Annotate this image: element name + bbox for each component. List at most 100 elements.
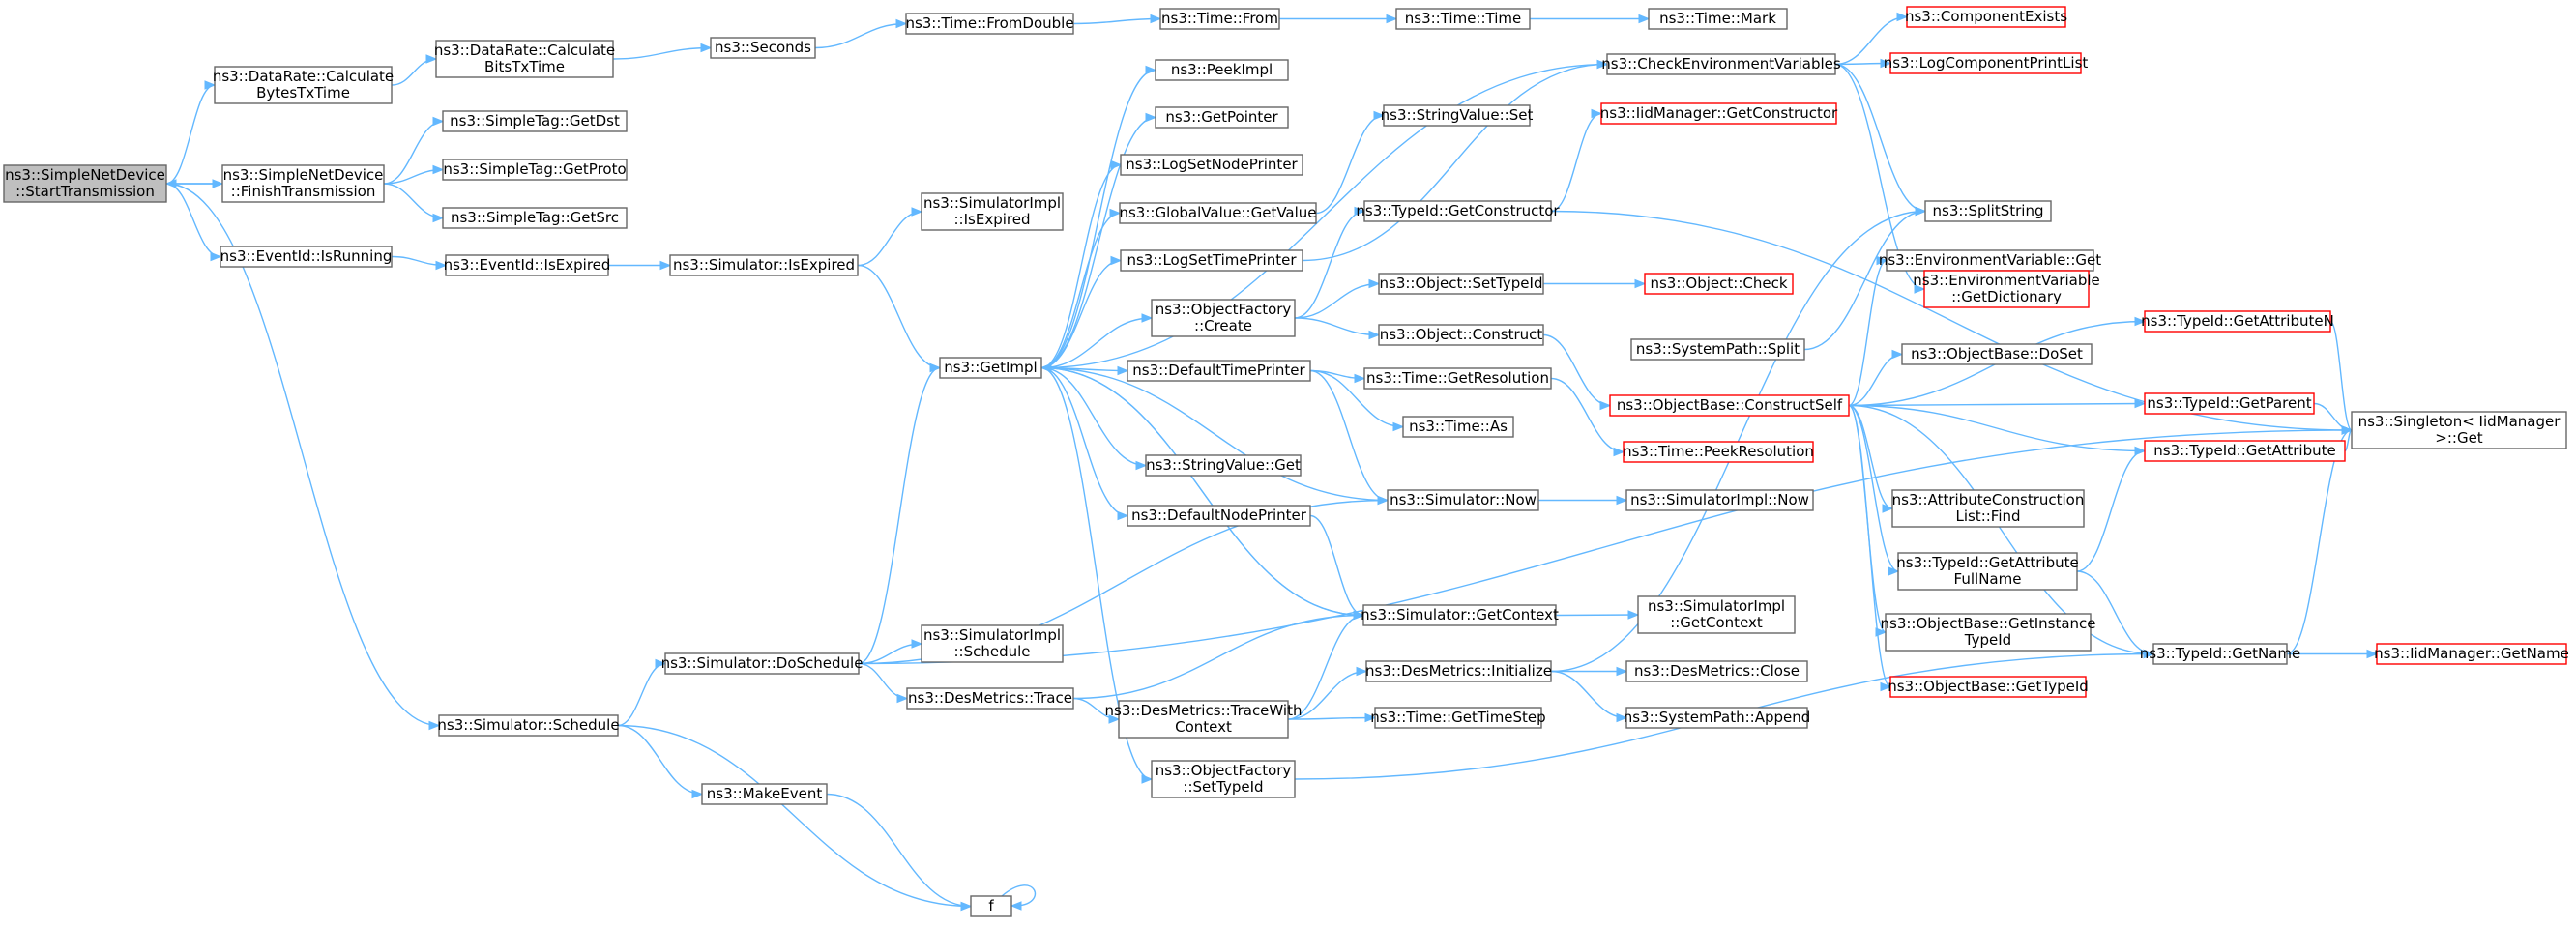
node-desClose[interactable]: ns3::DesMetrics::Close — [1625, 660, 1808, 682]
edge-line — [1040, 317, 1153, 369]
edge-arrowhead — [432, 164, 445, 175]
node-obDoSet[interactable]: ns3::ObjectBase::DoSet — [1901, 343, 2093, 365]
node-implGetCtx[interactable]: ns3::SimulatorImpl::GetContext — [1637, 595, 1796, 634]
node-ofCreate[interactable]: ns3::ObjectFactory::Create — [1151, 299, 1296, 337]
node-label: ns3::SimulatorImpl — [923, 626, 1061, 644]
node-isRunning[interactable]: ns3::EventId::IsRunning — [220, 246, 393, 268]
edge-line — [1294, 317, 1380, 336]
node-start[interactable]: ns3::SimpleNetDevice::StartTransmission — [3, 164, 167, 203]
node-compExists[interactable]: ns3::ComponentExists — [1905, 6, 2067, 28]
edge-arrowhead — [425, 54, 438, 64]
node-implNow[interactable]: ns3::SimulatorImpl::Now — [1625, 489, 1814, 511]
node-f[interactable]: f — [970, 895, 1012, 917]
node-simNow[interactable]: ns3::Simulator::Now — [1387, 489, 1539, 511]
edge-finishTx-start — [164, 179, 223, 188]
node-label: TypeId — [1964, 631, 2011, 649]
node-desInit[interactable]: ns3::DesMetrics::Initialize — [1365, 660, 1552, 682]
node-getDst[interactable]: ns3::SimpleTag::GetDst — [442, 110, 628, 132]
node-getResolution[interactable]: ns3::Time::GetResolution — [1363, 367, 1552, 390]
node-peekRes[interactable]: ns3::Time::PeekResolution — [1623, 441, 1814, 463]
node-constructSelf[interactable]: ns3::ObjectBase::ConstructSelf — [1609, 394, 1850, 417]
edge-arrowhead — [1613, 447, 1625, 457]
node-schedule[interactable]: ns3::Simulator::Schedule — [437, 714, 620, 737]
node-getTimeStep[interactable]: ns3::Time::GetTimeStep — [1370, 707, 1546, 729]
node-implSchedule[interactable]: ns3::SimulatorImpl::Schedule — [921, 624, 1064, 663]
node-getSrc[interactable]: ns3::SimpleTag::GetSrc — [442, 207, 628, 229]
node-objCheck[interactable]: ns3::Object::Check — [1644, 273, 1794, 295]
edge-arrowhead — [1880, 681, 1892, 692]
edge-arrowhead — [1599, 400, 1612, 411]
edge-makeEvent-f — [826, 793, 973, 912]
node-envGet[interactable]: ns3::EnvironmentVariable::Get — [1879, 249, 2101, 272]
node-tidGetAttr[interactable]: ns3::TypeId::GetAttribute — [2144, 440, 2346, 462]
node-envGetDict[interactable]: ns3::EnvironmentVariable::GetDictionary — [1913, 270, 2100, 308]
edge-arrowhead — [1616, 495, 1628, 506]
node-tidGetName[interactable]: ns3::TypeId::GetName — [2140, 643, 2300, 665]
node-peekImpl[interactable]: ns3::PeekImpl — [1155, 59, 1289, 81]
edge-line — [1040, 366, 1153, 780]
node-getProto[interactable]: ns3::SimpleTag::GetProto — [442, 159, 628, 181]
node-tidGetAttrN[interactable]: ns3::TypeId::GetAttributeN — [2141, 310, 2334, 333]
node-label: ns3::SystemPath::Split — [1636, 340, 1800, 358]
edge-line — [1309, 369, 1404, 428]
node-splitString[interactable]: ns3::SplitString — [1924, 200, 2052, 222]
node-label: ns3::LogSetTimePrinter — [1127, 251, 1297, 269]
edge-arrowhead — [1634, 278, 1647, 289]
node-gvGetValue[interactable]: ns3::GlobalValue::GetValue — [1119, 202, 1317, 224]
node-label: ::IsExpired — [954, 211, 1031, 228]
node-tidGetCtor[interactable]: ns3::TypeId::GetConstructor — [1356, 200, 1560, 222]
edge-line — [826, 793, 972, 908]
node-desTrace[interactable]: ns3::DesMetrics::Trace — [906, 687, 1074, 710]
node-defNodePrinter[interactable]: ns3::DefaultNodePrinter — [1127, 505, 1311, 527]
node-timeMark[interactable]: ns3::Time::Mark — [1648, 8, 1788, 30]
node-timeTime[interactable]: ns3::Time::Time — [1395, 8, 1531, 30]
node-svGet[interactable]: ns3::StringValue::Get — [1145, 454, 1302, 477]
node-box — [2144, 440, 2346, 462]
node-svSet[interactable]: ns3::StringValue::Set — [1381, 104, 1534, 127]
node-label: ns3::SimpleTag::GetDst — [450, 112, 620, 130]
node-getPointer[interactable]: ns3::GetPointer — [1155, 106, 1289, 129]
edge-ofCreate-objConstruct — [1294, 317, 1381, 340]
node-ofSetTypeId[interactable]: ns3::ObjectFactory::SetTypeId — [1151, 760, 1296, 798]
edge-f-f — [1001, 884, 1037, 911]
node-finishTx[interactable]: ns3::SimpleNetDevice::FinishTransmission — [221, 164, 385, 203]
node-objConstruct[interactable]: ns3::Object::Construct — [1378, 324, 1544, 346]
node-getContext[interactable]: ns3::Simulator::GetContext — [1361, 604, 1559, 626]
node-logSetNode[interactable]: ns3::LogSetNodePrinter — [1120, 154, 1303, 176]
node-sysSplit[interactable]: ns3::SystemPath::Split — [1630, 338, 1805, 361]
node-simIsExpired[interactable]: ns3::Simulator::IsExpired — [669, 254, 859, 276]
node-doSchedule[interactable]: ns3::Simulator::DoSchedule — [661, 652, 864, 675]
node-label: ns3::SimulatorImpl — [1648, 597, 1785, 615]
node-makeEvent[interactable]: ns3::MakeEvent — [701, 783, 828, 805]
node-tidGetParent[interactable]: ns3::TypeId::GetParent — [2144, 392, 2315, 415]
edge-arrowhead — [1141, 313, 1154, 323]
node-defTimePrinter[interactable]: ns3::DefaultTimePrinter — [1127, 360, 1311, 382]
node-timeAs[interactable]: ns3::Time::As — [1402, 416, 1514, 438]
node-obGetTypeId[interactable]: ns3::ObjectBase::GetTypeId — [1888, 676, 2089, 698]
node-fromDouble[interactable]: ns3::Time::FromDouble — [905, 13, 1074, 35]
edge-doSchedule-getImpl — [858, 362, 942, 665]
node-getImpl[interactable]: ns3::GetImpl — [939, 357, 1042, 379]
node-logSetTime[interactable]: ns3::LogSetTimePrinter — [1120, 249, 1303, 272]
node-eidIsExpired[interactable]: ns3::EventId::IsExpired — [444, 254, 611, 276]
node-seconds[interactable]: ns3::Seconds — [710, 37, 816, 59]
node-logCompPrint[interactable]: ns3::LogComponentPrintList — [1884, 52, 2089, 74]
node-timeFrom[interactable]: ns3::Time::From — [1159, 8, 1280, 30]
node-singletonGet[interactable]: ns3::Singleton< IidManager>::Get — [2351, 411, 2567, 449]
node-objSetTypeId[interactable]: ns3::Object::SetTypeId — [1378, 273, 1544, 295]
edge-constructSelf-envGet — [1848, 255, 1888, 407]
node-label: ns3::EventId::IsRunning — [220, 247, 393, 265]
node-iidGetCtor[interactable]: ns3::IidManager::GetConstructor — [1600, 102, 1838, 125]
node-box — [1630, 338, 1805, 361]
node-implIsExpired[interactable]: ns3::SimulatorImpl::IsExpired — [921, 192, 1064, 231]
node-box — [1395, 8, 1531, 30]
node-checkEnv[interactable]: ns3::CheckEnvironmentVariables — [1601, 53, 1841, 75]
node-iidGetName[interactable]: ns3::IidManager::GetName — [2374, 643, 2569, 665]
node-sysAppend[interactable]: ns3::SystemPath::Append — [1624, 707, 1811, 729]
